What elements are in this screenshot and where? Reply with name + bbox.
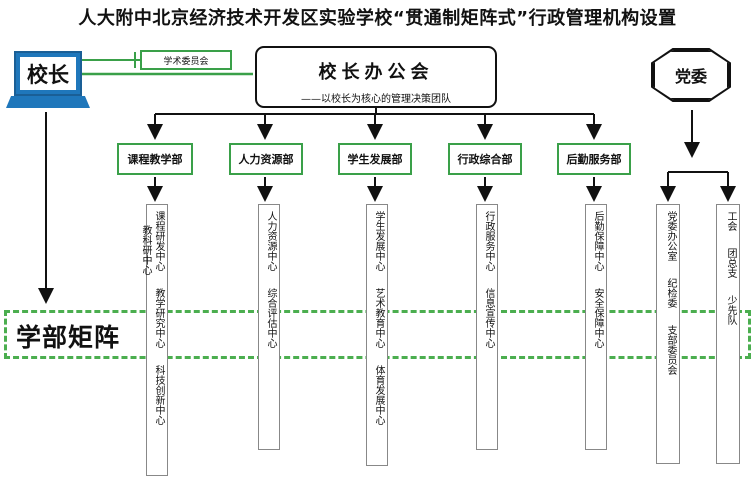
dept-hr: 人力资源部	[229, 143, 303, 175]
party-committee-box: 党委	[653, 50, 729, 100]
unit-item: 学生发展中心	[373, 211, 384, 271]
chart-title: 人大附中北京经济技术开发区实验学校“贯通制矩阵式”行政管理机构设置	[78, 8, 677, 29]
principal-label: 校长	[20, 57, 76, 90]
principal-office-box: 校长办公会 ——以校长为核心的管理决策团队	[255, 46, 497, 108]
principal-laptop-icon: 校长	[14, 51, 82, 96]
unit-item: 科技创新中心	[153, 365, 164, 426]
dept-logistics: 后勤服务部	[557, 143, 631, 175]
dept-admin: 行政综合部	[448, 143, 522, 175]
units-admin: 行政服务中心 信息宣传中心	[476, 204, 498, 450]
units-logistics: 后勤保障中心 安全保障中心	[585, 204, 607, 450]
unit-item: 艺术教育中心	[373, 288, 384, 349]
unit-item: 后勤保障中心	[592, 211, 603, 271]
unit-item: 教科研中心	[140, 225, 151, 275]
office-subtitle: ——以校长为核心的管理决策团队	[301, 94, 451, 105]
units-hr: 人力资源中心 综合评估中心	[258, 204, 280, 450]
academic-committee-box: 学术委员会	[140, 50, 232, 70]
unit-item: 安全保障中心	[592, 288, 603, 349]
dept-curriculum: 课程教学部	[117, 143, 193, 175]
unit-item: 课程研发中心	[153, 211, 164, 271]
unit-item: 党委办公室	[665, 211, 676, 261]
unit-item: 工会	[725, 211, 736, 231]
unit-item: 行政服务中心	[483, 211, 494, 271]
office-title: 校长办公会	[318, 62, 434, 83]
unit-item: 体育发展中心	[373, 365, 384, 426]
unit-item: 支部委员会	[665, 325, 676, 376]
units-party-office: 党委办公室 纪检委 支部委员会	[656, 204, 680, 464]
matrix-label: 学部矩阵	[16, 323, 121, 352]
units-curriculum: 课程研发中心 教学研究中心 科技创新中心 教科研中心	[140, 204, 168, 476]
dept-student: 学生发展部	[338, 143, 412, 175]
unit-item: 纪检委	[665, 278, 676, 309]
unit-item: 人力资源中心	[265, 211, 276, 271]
unit-item: 信息宣传中心	[483, 288, 494, 349]
unit-item: 团总支	[725, 248, 736, 279]
unit-item: 教学研究中心	[153, 288, 164, 349]
units-union: 工会 团总支 少先队	[716, 204, 740, 464]
unit-item: 少先队	[725, 295, 736, 326]
laptop-base	[6, 96, 90, 108]
unit-item: 综合评估中心	[265, 288, 276, 349]
units-student: 学生发展中心 艺术教育中心 体育发展中心	[366, 204, 388, 466]
